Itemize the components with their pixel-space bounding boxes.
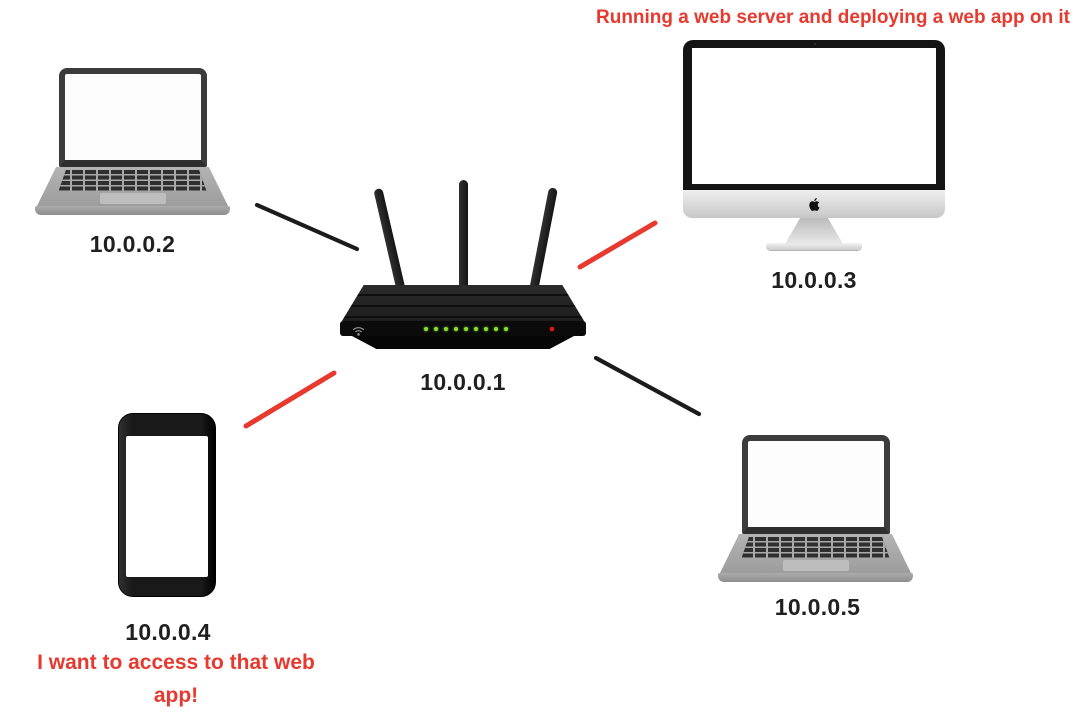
monitor-stand (785, 218, 843, 244)
desktop-monitor-top-right (683, 40, 945, 250)
webcam-dot-icon (814, 43, 816, 45)
link-laptop2-to-router (254, 202, 360, 252)
router-antenna-left (373, 187, 407, 298)
monitor-chin (683, 190, 945, 218)
router-antenna-right (528, 187, 558, 297)
client-annotation-line1: I want to access to that web (37, 651, 315, 674)
laptop-screen (59, 68, 207, 167)
wifi-icon (352, 323, 365, 341)
router-antenna-center (459, 180, 468, 294)
ip-label-laptop-bottom-right: 10.0.0.5 (774, 594, 861, 620)
router-status-led-red (550, 326, 554, 331)
client-annotation-line2: app! (153, 684, 199, 707)
router-bottom-shadow (352, 336, 574, 349)
link-router-to-laptop5 (593, 355, 702, 417)
ip-label-phone: 10.0.0.4 (125, 619, 211, 645)
phone-screen (126, 436, 208, 577)
link-router-to-webserver (577, 220, 658, 270)
link-phone-to-router (243, 370, 337, 429)
laptop-top-left (35, 68, 230, 216)
ip-label-laptop-top-left: 10.0.0.2 (89, 231, 176, 257)
ip-label-router: 10.0.0.1 (420, 369, 506, 395)
laptop-bottom-edge (718, 573, 913, 582)
smartphone-bottom-left (118, 413, 216, 597)
server-annotation: Running a web server and deploying a web… (595, 7, 1071, 28)
laptop-trackpad (99, 193, 166, 204)
laptop-bottom-edge (35, 206, 230, 215)
router-status-leds-green (424, 326, 508, 331)
laptop-base (720, 534, 911, 573)
laptop-keyboard (741, 537, 890, 558)
laptop-bottom-right (718, 435, 913, 583)
monitor-screen (692, 48, 936, 184)
laptop-screen (742, 435, 890, 534)
laptop-keyboard (58, 170, 207, 191)
apple-logo-icon (808, 197, 819, 211)
wifi-router (340, 180, 586, 356)
ip-label-desktop: 10.0.0.3 (771, 267, 857, 293)
laptop-trackpad (782, 560, 849, 571)
monitor-bezel (683, 40, 945, 190)
router-front-panel (340, 321, 586, 336)
monitor-base (766, 243, 862, 250)
router-body (342, 285, 584, 321)
laptop-base (37, 167, 228, 206)
client-annotation: I want to access to that web app! (16, 646, 336, 712)
